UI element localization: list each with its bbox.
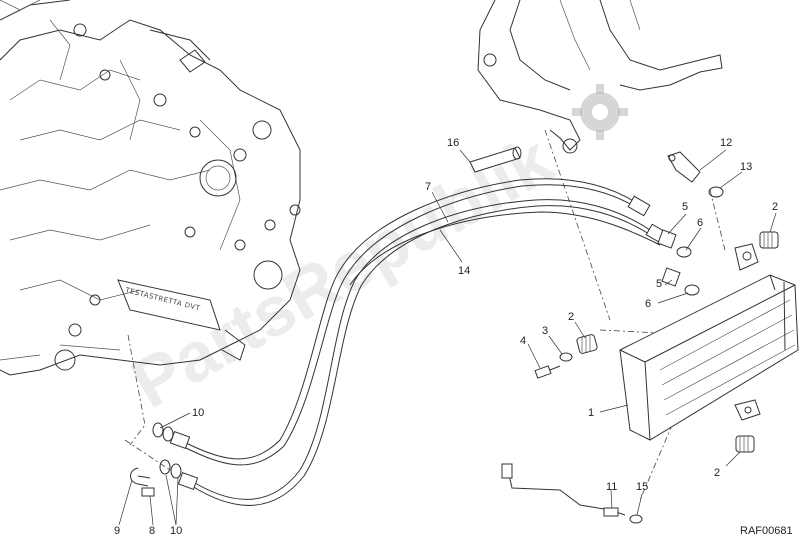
fitting-5-lower <box>661 267 681 287</box>
watermark: PartsRepublik <box>119 120 566 423</box>
washer-15 <box>629 514 643 524</box>
o-rings-upper <box>152 422 174 442</box>
pipe-fitting-upper-right <box>627 195 651 217</box>
callout-14: 14 <box>458 265 470 277</box>
temperature-sensor-12 <box>667 151 701 183</box>
reference-code: RAF00681 <box>740 525 793 537</box>
callout-13: 13 <box>740 161 752 173</box>
screw-8 <box>141 487 155 497</box>
upper-mount-bracket <box>734 243 759 271</box>
callout-5-upper: 5 <box>682 201 688 213</box>
oil-pipes <box>179 178 661 506</box>
callout-2-upper: 2 <box>772 201 778 213</box>
gear-logo-icon <box>572 84 628 140</box>
clip-9 <box>130 467 151 487</box>
assembly-axis-lines <box>124 129 726 501</box>
callout-leaders <box>118 149 777 526</box>
grommet-2-lower <box>735 435 755 453</box>
callout-labels: 1 2 2 2 3 4 5 5 6 6 7 8 9 10 10 11 12 13… <box>114 137 778 537</box>
callout-5-lower: 5 <box>656 278 662 290</box>
bolt-4 <box>534 365 561 379</box>
callout-2-lower: 2 <box>714 467 720 479</box>
hose-16 <box>469 146 522 173</box>
o-rings-lower <box>159 459 182 479</box>
callout-4: 4 <box>520 335 526 347</box>
callout-11: 11 <box>606 481 617 493</box>
callout-6-upper: 6 <box>697 217 703 229</box>
callout-10-lower: 10 <box>170 525 182 537</box>
callout-12: 12 <box>720 137 732 149</box>
washer-13 <box>708 186 724 198</box>
sensor-cable-11 <box>501 463 626 517</box>
callout-9: 9 <box>114 525 120 537</box>
grommet-2-upper <box>759 231 779 249</box>
callout-2-middle: 2 <box>568 311 574 323</box>
callout-3: 3 <box>542 325 548 337</box>
callout-8: 8 <box>149 525 155 537</box>
callout-7: 7 <box>425 181 431 193</box>
callout-10-upper: 10 <box>192 407 204 419</box>
pipe-fitting-lower-left <box>177 471 199 491</box>
grommet-2-middle <box>576 334 598 354</box>
callout-15: 15 <box>636 481 648 493</box>
spacer-3 <box>559 352 573 362</box>
frame-bracket <box>477 0 723 154</box>
washer-6-lower <box>684 284 700 296</box>
washer-6-upper <box>676 246 692 258</box>
callout-16: 16 <box>447 137 459 149</box>
oil-cooler-radiator <box>619 274 799 441</box>
callout-1: 1 <box>588 407 594 419</box>
callout-6-lower: 6 <box>645 298 651 310</box>
